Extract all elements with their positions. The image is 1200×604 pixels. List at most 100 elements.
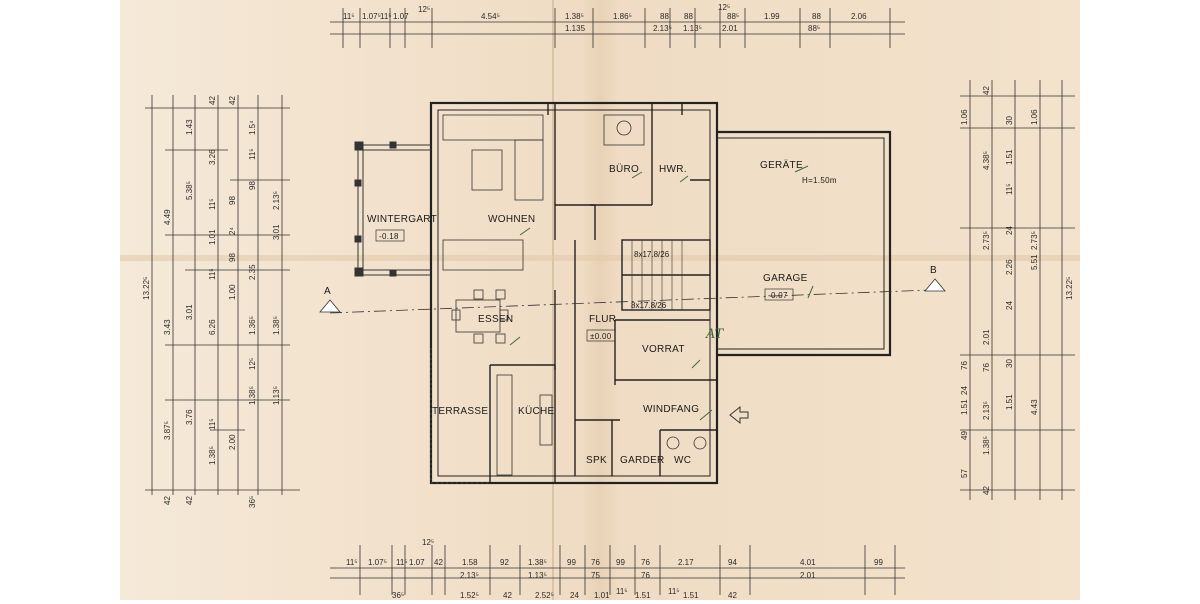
- dim-left: 1.38⁵: [248, 386, 257, 405]
- dim-bottom: 1.07⁵: [368, 558, 387, 567]
- dim-left: 36⁵: [248, 496, 257, 508]
- furniture: [442, 114, 707, 476]
- dim-right: 1.51: [1005, 149, 1014, 165]
- room-label-geraete-height: H=1.50m: [802, 176, 837, 185]
- stair-label-upper: 8x17.8/26: [634, 250, 670, 259]
- dim-left: 2.13⁵: [272, 191, 281, 210]
- level-wintergarten: -0.18: [379, 232, 399, 241]
- dim-left: 1.38⁵: [272, 316, 281, 335]
- dim-right: 24: [960, 386, 969, 395]
- dim-bottom: 75: [591, 571, 600, 580]
- dim-left: 1.5⁴: [248, 120, 257, 135]
- dim-left: 98: [248, 181, 257, 190]
- room-label-flur: FLUR: [589, 314, 616, 325]
- exterior-walls: [429, 101, 892, 485]
- dim-top: 2.06: [851, 12, 867, 21]
- section-mark-b: B: [930, 265, 937, 276]
- dim-right: 2.26: [1005, 259, 1014, 275]
- paper: [120, 0, 1080, 600]
- level-box: [764, 288, 794, 301]
- dim-top: 1.13⁵: [683, 24, 702, 33]
- dim-left: 1.43: [185, 119, 194, 135]
- level-flur: ±0.00: [590, 332, 612, 341]
- dim-right: 76: [982, 363, 991, 372]
- dim-bottom: 1.07: [409, 558, 425, 567]
- dim-left: 3.01: [272, 224, 281, 240]
- section-line: [319, 278, 946, 314]
- dim-left: 1.38⁵: [208, 446, 217, 465]
- dim-right: 4.43: [1030, 399, 1039, 415]
- dim-bottom: 99: [567, 558, 576, 567]
- dim-right: 57: [960, 469, 969, 478]
- dim-bottom: 1.38⁵: [528, 558, 547, 567]
- dim-right: 24: [1005, 226, 1014, 235]
- dim-bottom: 1.51: [683, 591, 699, 600]
- dim-top: 1.07: [393, 12, 409, 21]
- bottom-dimension-chain: [330, 545, 905, 595]
- dim-bottom: 76: [641, 558, 650, 567]
- dim-bottom: 92: [500, 558, 509, 567]
- dim-top: 1.38⁵: [565, 12, 584, 21]
- dim-right: 1.51: [960, 399, 969, 415]
- dim-right: 30: [1005, 116, 1014, 125]
- dim-left: 3.43: [163, 319, 172, 335]
- dim-top: 12⁵: [718, 3, 730, 12]
- pencil-marks: [509, 165, 814, 421]
- dim-left: 11⁵: [248, 148, 257, 160]
- stair-label-lower: 8x17.8/26: [631, 301, 667, 310]
- room-label-windfang: WINDFANG: [643, 404, 699, 415]
- dim-left: 98: [228, 253, 237, 262]
- handwritten-note: AT: [705, 327, 725, 342]
- dim-right: 2.01: [982, 329, 991, 345]
- dim-bottom: 4.01: [800, 558, 816, 567]
- dim-left: 2.35: [248, 264, 257, 280]
- dim-bottom: 1.01: [594, 591, 610, 600]
- dim-top: 2.01: [722, 24, 738, 33]
- dim-top: 88⁵: [808, 24, 820, 33]
- staircase: [631, 240, 683, 310]
- dim-left: 3.01: [185, 304, 194, 320]
- dim-right: 1.06: [960, 109, 969, 125]
- dim-left: 11⁵: [208, 418, 217, 430]
- dim-bottom: 2.13⁵: [460, 571, 479, 580]
- dim-top: 1.07⁵: [362, 12, 381, 21]
- wintergarten-structure: [354, 141, 431, 277]
- dim-bottom: 2.17: [678, 558, 694, 567]
- dim-top: 88: [684, 12, 693, 21]
- dim-right: 1.51: [1005, 394, 1014, 410]
- room-label-geraete: GERÄTE: [760, 159, 803, 171]
- dim-left: 13.22⁵: [142, 277, 151, 300]
- right-dimension-chains: [960, 80, 1075, 500]
- dim-top: 1.99: [764, 12, 780, 21]
- dim-top: 2.13⁵: [653, 24, 672, 33]
- dim-top: 1.86⁵: [613, 12, 632, 21]
- dim-left: 42: [228, 96, 237, 105]
- room-label-essen: ESSEN: [478, 314, 513, 325]
- dim-bottom: 42: [728, 591, 737, 600]
- dim-bottom: 11⁵: [346, 558, 358, 567]
- dim-bottom: 2.52⁵: [535, 591, 554, 600]
- dim-right: 42: [982, 86, 991, 95]
- dim-right: 5.51: [1030, 254, 1039, 270]
- dim-bottom: 99: [874, 558, 883, 567]
- dim-left: 11⁵: [208, 268, 217, 280]
- room-label-vorrat: VORRAT: [642, 344, 685, 355]
- dim-bottom: 12⁵: [422, 538, 434, 547]
- dim-left: 1.00: [228, 284, 237, 300]
- dim-top: 12⁵: [418, 5, 430, 14]
- room-label-wohnen: WOHNEN: [488, 214, 535, 225]
- dim-bottom: 2.01: [800, 571, 816, 580]
- dim-bottom: 11⁵: [396, 558, 408, 567]
- room-label-terrasse: TERRASSE: [432, 406, 488, 417]
- dim-right: 76: [960, 361, 969, 370]
- dim-bottom: 42: [503, 591, 512, 600]
- dim-right: 4.38⁵: [982, 151, 991, 170]
- dim-right: 13.22⁵: [1065, 277, 1074, 300]
- dim-right: 1.06: [1030, 109, 1039, 125]
- dim-left: 3.26: [208, 149, 217, 165]
- dim-top: 11⁵: [343, 12, 355, 21]
- dim-bottom: 11⁵: [668, 587, 680, 596]
- dim-left: 5.38⁵: [185, 181, 194, 200]
- dim-right: 49: [960, 431, 969, 440]
- dim-right: 11⁵: [1005, 183, 1014, 195]
